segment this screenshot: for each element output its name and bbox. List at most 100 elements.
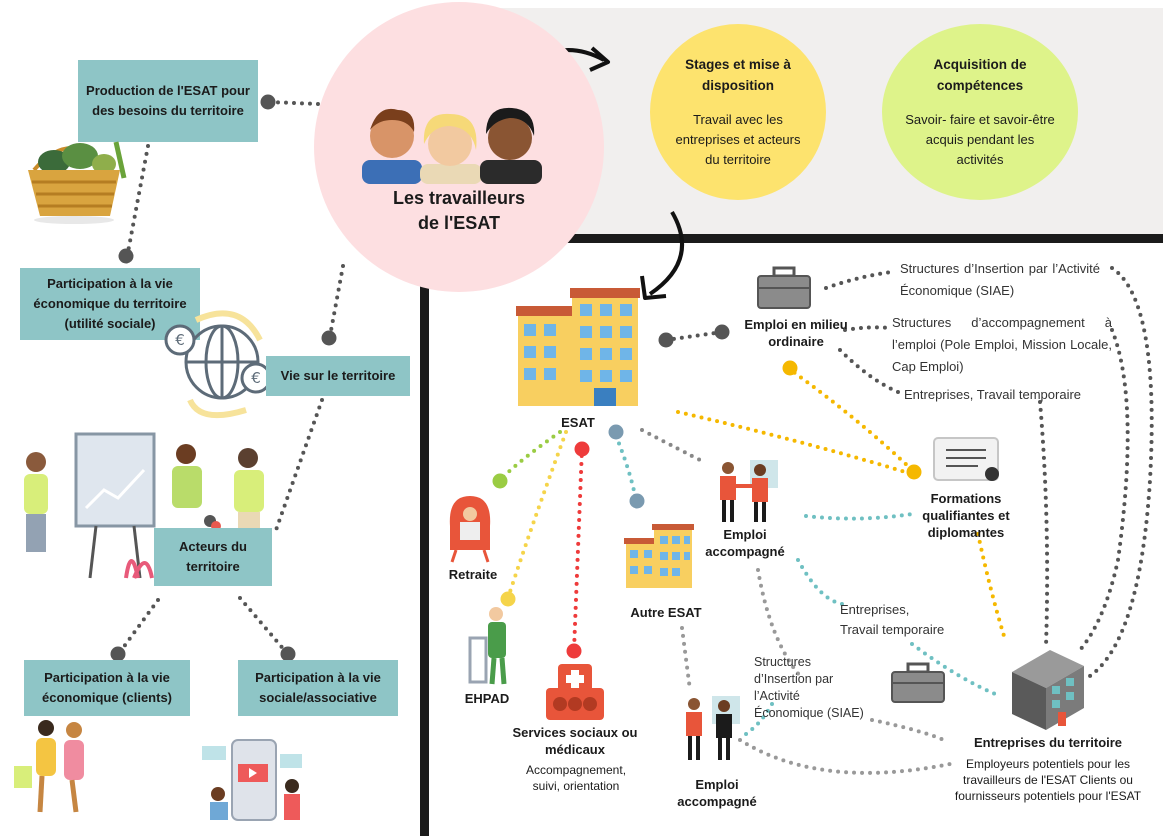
dot-production — [260, 94, 276, 110]
services-label: Services sociaux ou médicaux — [512, 725, 638, 757]
entreprises-interim-top-text: Entreprises, Travail temporaire — [904, 387, 1082, 402]
participation-eco-territoire-box: Participation à la vie économique du ter… — [20, 268, 200, 340]
connector-emploi-acc2-entreprises — [738, 738, 952, 775]
arrow-circle-esat — [648, 210, 685, 296]
dot-esat-teal — [608, 424, 624, 440]
emploi-accompagne-1-label: Emploi accompagné — [705, 527, 785, 559]
dot-clients — [110, 646, 126, 662]
vie-territoire-box: Vie sur le territoire — [266, 356, 410, 396]
entreprises-territoire-label: Entreprises du territoire — [973, 735, 1123, 750]
connector-interim-entreprises-mid — [910, 642, 1002, 698]
basket-icon — [14, 132, 134, 224]
formations-label: Formations qualifiantes et diplomantes — [922, 491, 1010, 540]
entreprises-interim-mid-line2: Travail temporaire — [840, 622, 945, 637]
connector-siae-entreprises-mid — [870, 718, 946, 742]
connector-interim-entreprises — [1038, 400, 1050, 648]
connector-esat-services — [572, 446, 584, 652]
autre-esat-building-icon — [624, 524, 694, 590]
connector-formation-entreprises — [976, 532, 1006, 638]
acquisition-body: Savoir- faire et savoir-être acquis pend… — [905, 112, 1055, 167]
presentation-people-icon — [6, 428, 282, 588]
entreprises-interim-mid: Entreprises, Travail temporaire — [840, 600, 970, 640]
participation-sociale-box: Participation à la vie sociale/associati… — [238, 660, 398, 716]
dot-vie — [321, 330, 337, 346]
connector-vie-acteurs — [274, 398, 324, 532]
retiree-icon — [444, 492, 496, 563]
connector-acteurs-clients — [118, 598, 160, 654]
connector-production-participation — [126, 144, 150, 254]
travailleurs-line2: de l'ESAT — [418, 213, 500, 233]
connector-emploi-acc-interim — [796, 558, 844, 606]
connector-travailleurs-vie — [328, 264, 345, 338]
elderly-walker-icon — [466, 606, 514, 686]
dot-esat-right — [658, 332, 674, 348]
dot-emploi-yellow — [782, 360, 798, 376]
travailleurs-line1: Les travailleurs — [392, 188, 526, 208]
dot-sociale — [280, 646, 296, 662]
horizontal-divider — [422, 234, 1163, 243]
globe-euro-icon: € € — [160, 300, 272, 422]
smartphone-social-icon — [196, 724, 308, 822]
esat-label: ESAT — [561, 415, 595, 430]
dot-emploi-left — [714, 324, 730, 340]
handshake-icon-2 — [680, 694, 746, 762]
medical-building-icon — [544, 660, 606, 722]
dot-formation-yellow — [906, 464, 922, 480]
connector-emploi-formation — [786, 366, 914, 472]
vie-territoire-label: Vie sur le territoire — [280, 368, 396, 383]
production-label: Production de l'ESAT pour des besoins du… — [86, 83, 250, 118]
connector-emploi-siae — [824, 270, 894, 290]
handshake-icon — [714, 458, 782, 524]
svg-text:€: € — [251, 369, 261, 387]
retraite-label: Retraite — [448, 567, 498, 582]
siae-mid-text: Structures d’Insertion par l’Activité Éc… — [754, 655, 864, 720]
connector-siae-emploi-acc2 — [738, 702, 774, 740]
accompagnement-text: Structures d’accompagnement à l’emploi (… — [892, 315, 1112, 374]
connector-emploi-interim — [838, 348, 900, 394]
autre-esat-label: Autre ESAT — [630, 605, 702, 620]
acteurs-box: Acteurs du territoire — [154, 528, 272, 586]
connector-acteurs-sociale — [238, 596, 288, 654]
production-box: Production de l'ESAT pour des besoins du… — [78, 60, 258, 142]
siae-top-text: Structures d’Insertion par l’Activité Éc… — [900, 261, 1100, 298]
dot-ehpad — [500, 591, 516, 607]
participation-sociale-label: Participation à la vie sociale/associati… — [255, 670, 381, 705]
dot-autre-esat — [629, 493, 645, 509]
entreprises-sub-text: Employeurs potentiels pour les travaille… — [954, 757, 1142, 803]
services-sub-text: Accompagnement, suivi, orientation — [525, 763, 627, 793]
entreprises-interim-mid-line1: Entreprises, — [840, 602, 910, 617]
vertical-divider — [420, 8, 429, 836]
connector-emploi-accomp — [843, 325, 892, 332]
emploi-accompagne-2-label: Emploi accompagné — [677, 777, 757, 809]
company-building-icon — [1008, 642, 1088, 732]
dot-retraite — [492, 473, 508, 489]
connector-emploi-acc-siae — [756, 568, 802, 678]
connector-esat-emploi-acc — [640, 428, 706, 464]
connector-esat-retraite — [498, 430, 562, 482]
diploma-icon — [932, 436, 1006, 486]
building-icon — [516, 288, 640, 408]
connector-esat-emploi — [664, 330, 724, 342]
acquisition-title: Acquisition de compétences — [933, 57, 1027, 93]
emploi-ordinaire-label: Emploi en milieu ordinaire — [744, 317, 848, 349]
stages-title: Stages et mise à disposition — [685, 57, 791, 93]
briefcase-icon-2 — [890, 662, 946, 704]
shoppers-icon — [10, 716, 96, 816]
travailleurs-title: Les travailleurs de l'ESAT — [382, 186, 536, 236]
connector-autre-emploi-acc — [680, 626, 692, 692]
participation-clients-label: Participation à la vie économique (clien… — [41, 670, 173, 705]
stages-body: Travail avec les entreprises et acteurs … — [675, 112, 801, 167]
connector-esat-ehpad — [506, 430, 568, 600]
ehpad-label: EHPAD — [464, 691, 510, 706]
connector-esat-formation — [676, 410, 914, 476]
dot-participation-eco — [118, 248, 134, 264]
svg-text:€: € — [175, 331, 185, 349]
briefcase-icon — [756, 266, 812, 310]
connector-production-travailleurs — [268, 100, 320, 106]
dot-services-bottom — [566, 643, 582, 659]
acquisition-circle: Acquisition de compétences Savoir- faire… — [882, 24, 1078, 200]
connector-esat-autre — [614, 434, 638, 502]
connector-siae-entreprises — [1088, 266, 1154, 678]
faces-icon — [358, 100, 548, 184]
